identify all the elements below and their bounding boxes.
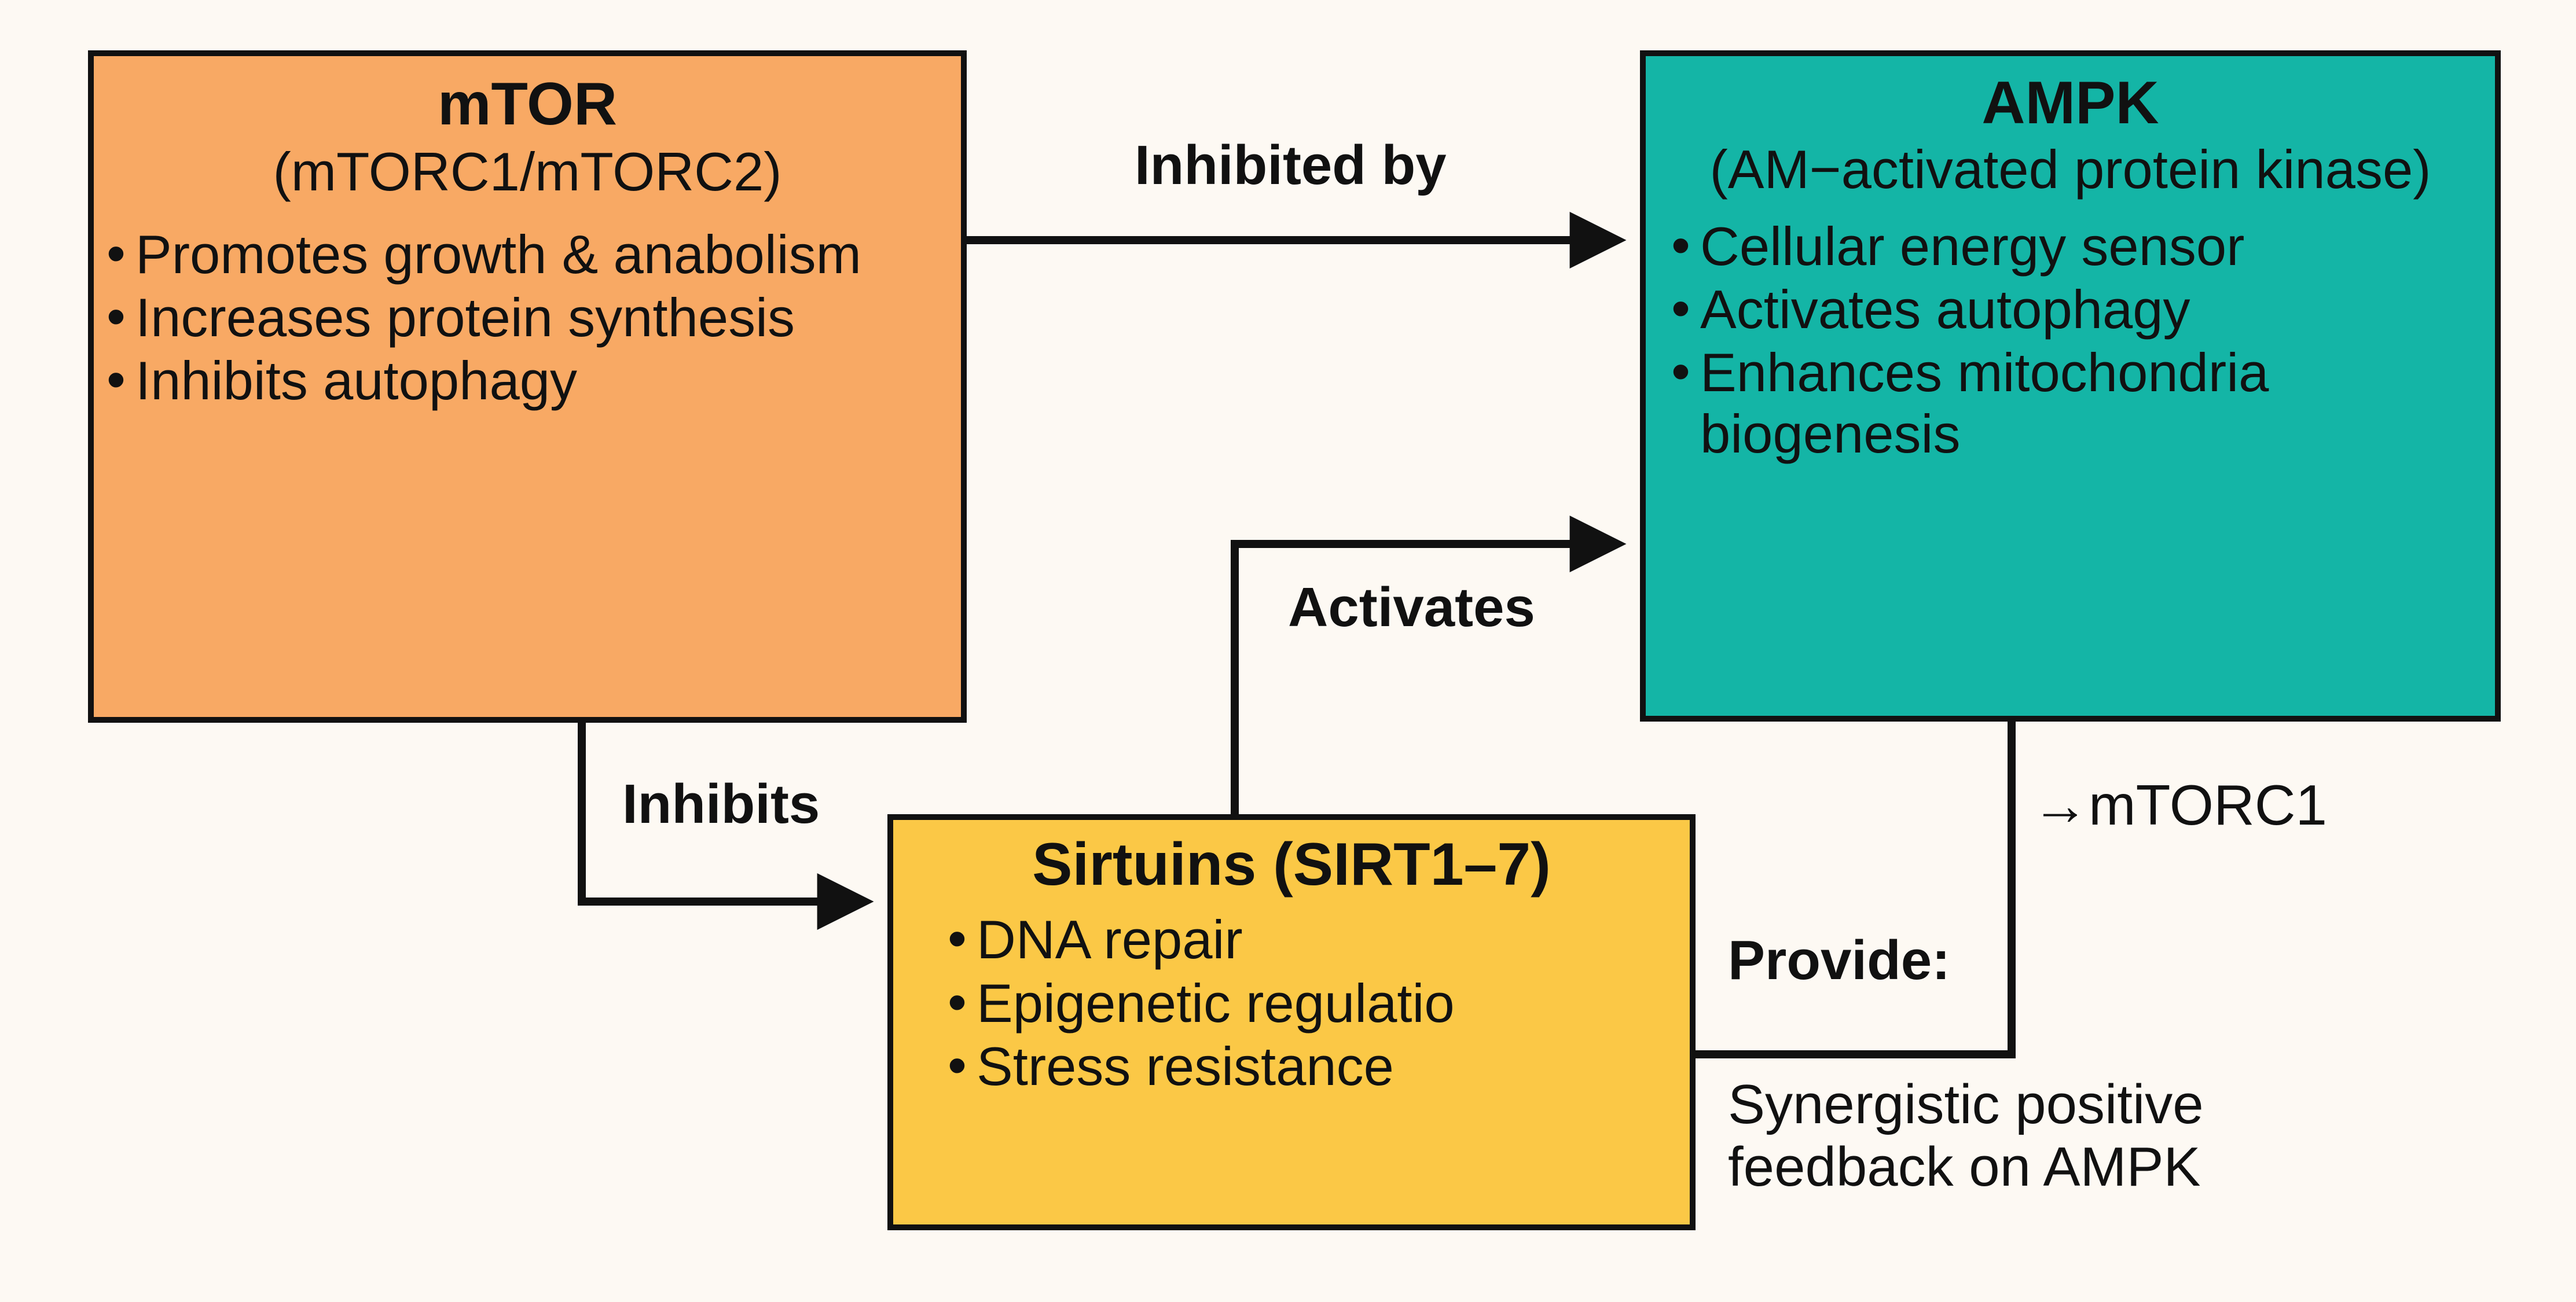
list-item: Activates autophagy [1661,278,2493,340]
node-sirtuins-title: Sirtuins (SIRT1–7) [1032,831,1551,898]
edge-label-inhibits: Inhibits [622,773,820,835]
list-item: Inhibits autophagy [96,349,954,411]
node-ampk-subtitle: (AM−activated protein kinase) [1709,139,2431,200]
list-item: Increases protein synthesis [96,286,954,348]
node-sirtuins[interactable]: Sirtuins (SIRT1–7) DNA repair Epigenetic… [887,814,1696,1230]
node-mtor-subtitle: (mTORC1/mTORC2) [273,141,782,203]
node-sirtuins-bullet-list: DNA repair Epigenetic regulatio Stress r… [893,909,1690,1097]
node-mtor-bullet-list: Promotes growth & anabolism Increases pr… [94,223,961,411]
edge-ampk-to-sirtuins [1696,722,2016,1058]
list-item: Promotes growth & anabolism [96,223,954,285]
list-item: Cellular energy sensor [1661,215,2493,277]
node-ampk-title: AMPK [1981,69,2159,137]
node-mtor-title: mTOR [437,71,618,138]
node-ampk-bullet-list: Cellular energy sensor Activates autopha… [1646,215,2495,464]
annotation-mtorc1-target: →mTORC1 [2032,773,2328,837]
list-item: Epigenetic regulatio [937,973,1687,1033]
annotation-feedback-note: Synergistic positive feedback on AMPK [1728,1073,2204,1198]
edge-label-inhibited-by: Inhibited by [1135,134,1447,196]
list-item: Stress resistance [937,1036,1687,1097]
list-item: DNA repair [937,909,1687,970]
list-item: Enhances mitochondria biogenesis [1661,341,2493,464]
edge-label-provide: Provide: [1728,929,1951,991]
edge-label-activates: Activates [1288,576,1535,638]
node-mtor[interactable]: mTOR (mTORC1/mTORC2) Promotes growth & a… [88,50,967,723]
node-ampk[interactable]: AMPK (AM−activated protein kinase) Cellu… [1640,50,2501,722]
